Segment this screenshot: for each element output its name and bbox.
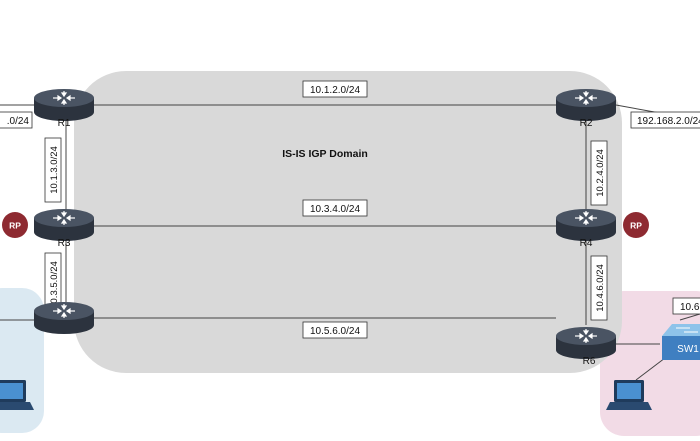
router-icon (555, 326, 617, 360)
laptop-icon (0, 380, 34, 410)
subnet-label: 10.1.2.0/24 (310, 85, 360, 96)
subnet-labels: 10.1.2.0/24 10.3.4.0/24 10.5.6.0/24 10.1… (0, 80, 700, 339)
subnet-label: 192.168.2.0/24 (637, 116, 700, 127)
router-r5[interactable] (33, 301, 95, 335)
rp-badge-text: RP (630, 221, 642, 231)
router-r4[interactable]: R4 (555, 208, 617, 249)
switch-sw1[interactable]: SW1 (662, 324, 700, 360)
subnet-label: 10.1.3.0/24 (49, 146, 60, 194)
router-icon (33, 88, 95, 122)
router-label: R6 (583, 356, 596, 367)
laptop-left[interactable] (0, 380, 34, 410)
domain-label: IS-IS IGP Domain (282, 148, 368, 160)
link-sw1-laptop (635, 357, 666, 381)
router-r3[interactable]: R3 (33, 208, 95, 249)
router-r1[interactable]: R1 (33, 88, 95, 129)
router-r6[interactable]: R6 (555, 326, 617, 367)
router-label: R1 (58, 118, 71, 129)
rp-badge-text: RP (9, 221, 21, 231)
laptop-right[interactable] (606, 380, 652, 410)
router-label: R3 (58, 238, 71, 249)
subnet-label: 10.3.4.0/24 (310, 204, 360, 215)
subnet-label: .0/24 (7, 116, 30, 127)
router-label: R4 (580, 238, 593, 249)
router-icon (33, 301, 95, 335)
rp-badge-r3: RP (2, 212, 28, 238)
router-label: R2 (580, 118, 593, 129)
isis-domain-area (74, 71, 622, 373)
subnet-label: 10.2.4.0/24 (595, 149, 606, 197)
subnet-label: 10.3.5.0/24 (49, 261, 60, 309)
subnet-label: 10.4.6.0/24 (595, 264, 606, 312)
rp-badge-r4: RP (623, 212, 649, 238)
subnet-label: 10.6 (680, 302, 700, 313)
subnet-label: 10.5.6.0/24 (310, 326, 360, 337)
router-icon (555, 88, 617, 122)
router-r2[interactable]: R2 (555, 88, 617, 129)
router-icon (33, 208, 95, 242)
switch-icon (662, 324, 700, 360)
switch-label: SW1 (677, 344, 699, 355)
link-right-site (679, 313, 700, 321)
laptop-icon (606, 380, 652, 410)
router-icon (555, 208, 617, 242)
